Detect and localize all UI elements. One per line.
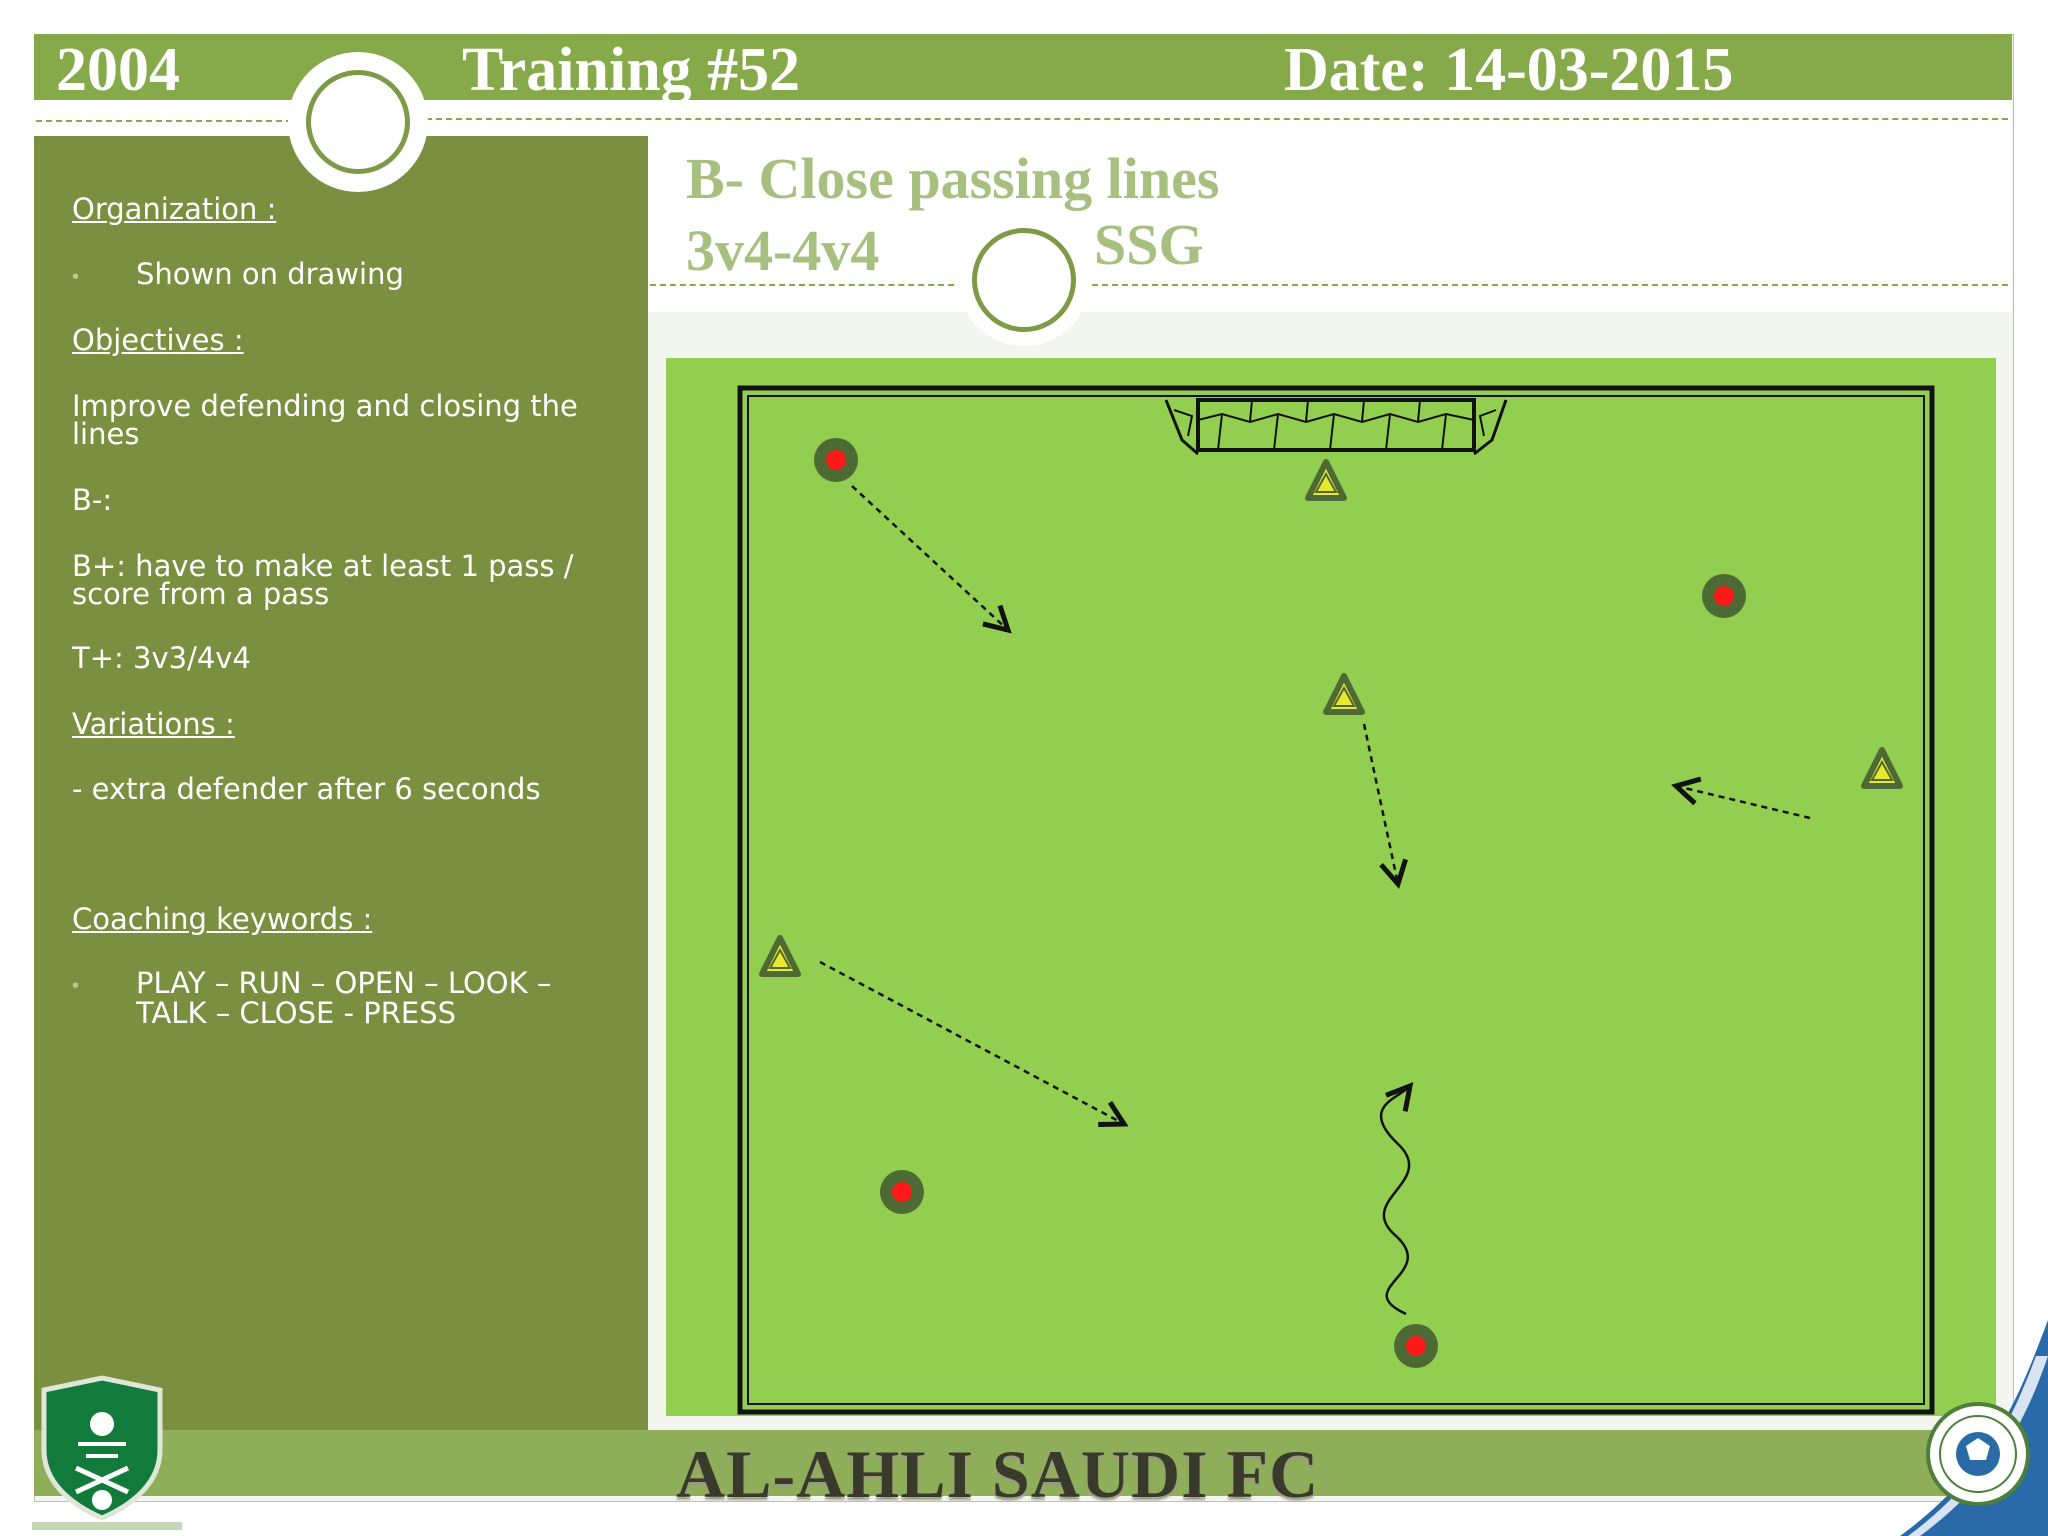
red-dot-player-icon — [1394, 1324, 1438, 1368]
objectives-line-1: Improve defending and closing the — [72, 389, 578, 423]
bullet-icon: • — [72, 975, 80, 997]
exercise-format: 3v4-4v4 — [686, 218, 880, 283]
yellow-triangle-cone-icon — [1305, 459, 1347, 501]
football-badge-icon — [1926, 1402, 2030, 1506]
exercise-title-block — [648, 136, 2012, 312]
red-dot-player-icon — [814, 438, 858, 482]
year-label: 2004 — [56, 36, 180, 104]
coaching-line-2: TALK – CLOSE - PRESS — [136, 996, 457, 1030]
training-title: Training #52 — [462, 36, 801, 104]
title-ring-icon — [972, 228, 1076, 332]
club-name: AL-AHLI SAUDI FC — [676, 1436, 1320, 1512]
dribble-arrow — [1380, 1086, 1410, 1316]
b-plus-line-2: score from a pass — [72, 577, 330, 611]
organization-heading: Organization : — [72, 192, 277, 226]
red-dot-player-icon — [1702, 574, 1746, 618]
al-ahli-crest-icon — [32, 1375, 182, 1530]
yellow-triangle-cone-icon — [759, 935, 801, 977]
title-dash-left — [650, 284, 954, 286]
pass-arrow — [851, 485, 1008, 630]
footer-band — [34, 1430, 2012, 1496]
header-dash-left — [36, 120, 292, 122]
exercise-title: B- Close passing lines — [686, 146, 1220, 211]
yellow-triangle-cone-icon — [1861, 747, 1903, 789]
goal-net-icon — [1164, 398, 1508, 456]
variations-heading: Variations : — [72, 707, 235, 741]
pitch-background — [666, 358, 1996, 1416]
exercise-type: SSG — [1094, 212, 1204, 277]
yellow-triangle-cone-icon — [1323, 673, 1365, 715]
pitch-inner-boundary — [747, 395, 1925, 1405]
objectives-heading: Objectives : — [72, 323, 244, 357]
b-minus-note: B-: — [72, 483, 113, 517]
bullet-icon: • — [72, 266, 80, 288]
pitch-drawing — [737, 385, 1935, 1415]
variations-item: - extra defender after 6 seconds — [72, 772, 541, 806]
left-panel — [34, 136, 648, 1430]
t-plus-note: T+: 3v3/4v4 — [72, 641, 251, 675]
pass-arrow — [1676, 786, 1811, 820]
coaching-heading: Coaching keywords : — [72, 902, 373, 936]
coaching-line-1: PLAY – RUN – OPEN – LOOK – — [136, 966, 552, 1000]
header-ring-icon — [306, 70, 410, 174]
pass-arrow — [819, 960, 1124, 1124]
pass-arrow — [1362, 723, 1398, 884]
b-plus-line-1: B+: have to make at least 1 pass / — [72, 549, 574, 583]
pitch-outer-boundary — [737, 385, 1935, 1415]
header-dash-right — [426, 118, 2008, 120]
title-dash-right — [1092, 284, 2008, 286]
objectives-line-2: lines — [72, 417, 140, 451]
organization-item: Shown on drawing — [136, 257, 404, 291]
red-dot-player-icon — [880, 1170, 924, 1214]
date-label: Date: 14-03-2015 — [1284, 36, 1734, 104]
